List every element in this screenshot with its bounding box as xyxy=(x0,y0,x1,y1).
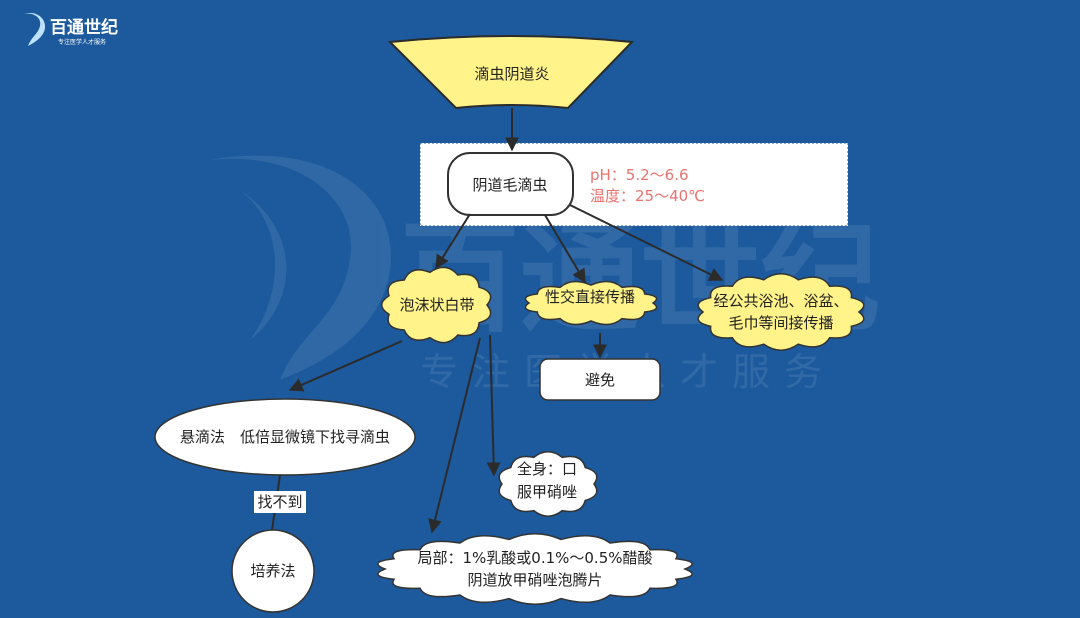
pathogen-note-ph: pH：5.2～6.6 xyxy=(590,166,689,184)
arrow-pathogen-direct xyxy=(544,214,586,284)
systemic-treatment-line1: 全身：口 xyxy=(517,460,577,478)
diagnosis-label: 悬滴法 低倍显微镜下找寻滴虫 xyxy=(180,428,390,446)
condition-label-bg xyxy=(254,491,306,513)
pathogen-note-temp: 温度：25～40℃ xyxy=(590,187,705,205)
pathogen-node xyxy=(447,152,574,216)
culture-label: 培养法 xyxy=(250,562,295,580)
prevention-label: 避免 xyxy=(585,371,615,389)
logo: 百通世纪 专注医学人才服务 xyxy=(24,12,118,46)
diagnosis-node xyxy=(154,398,416,476)
logo-tagline: 专注医学人才服务 xyxy=(58,38,106,46)
prevention-node xyxy=(539,358,661,401)
direct-transmission-label: 性交直接传播 xyxy=(545,288,635,306)
indirect-transmission-line2: 毛巾等间接传播 xyxy=(728,314,833,332)
indirect-transmission-line1: 经公共浴池、浴盆、 xyxy=(713,292,848,310)
logo-bird-icon xyxy=(24,12,46,46)
local-treatment-cloud xyxy=(377,532,693,606)
local-treatment-line1: 局部：1%乳酸或0.1%～0.5%醋酸 xyxy=(417,549,652,567)
arrow-pathogen-symptom xyxy=(435,213,471,270)
arrow-symptom-local xyxy=(428,337,481,534)
title-text: 滴虫阴道炎 xyxy=(474,65,549,83)
pathogen-label: 阴道毛滴虫 xyxy=(472,176,547,194)
indirect-transmission-cloud xyxy=(697,273,865,351)
title-shape xyxy=(387,35,635,110)
direct-transmission-cloud xyxy=(524,280,658,326)
symptom-label: 泡沫状白带 xyxy=(399,296,474,314)
watermark-bird-icon xyxy=(210,155,391,380)
local-treatment-line2: 阴道放甲硝唑泡腾片 xyxy=(467,571,602,589)
symptom-cloud xyxy=(380,266,492,344)
logo-name: 百通世纪 xyxy=(50,17,118,38)
arrow-pathogen-indirect xyxy=(569,204,724,281)
systemic-treatment-cloud xyxy=(498,451,598,517)
arrow-symptom-systemic xyxy=(486,334,501,477)
arrow-symptom-diagnosis xyxy=(288,340,403,392)
condition-label: 找不到 xyxy=(257,493,302,511)
systemic-treatment-line2: 服甲硝唑 xyxy=(517,483,577,501)
